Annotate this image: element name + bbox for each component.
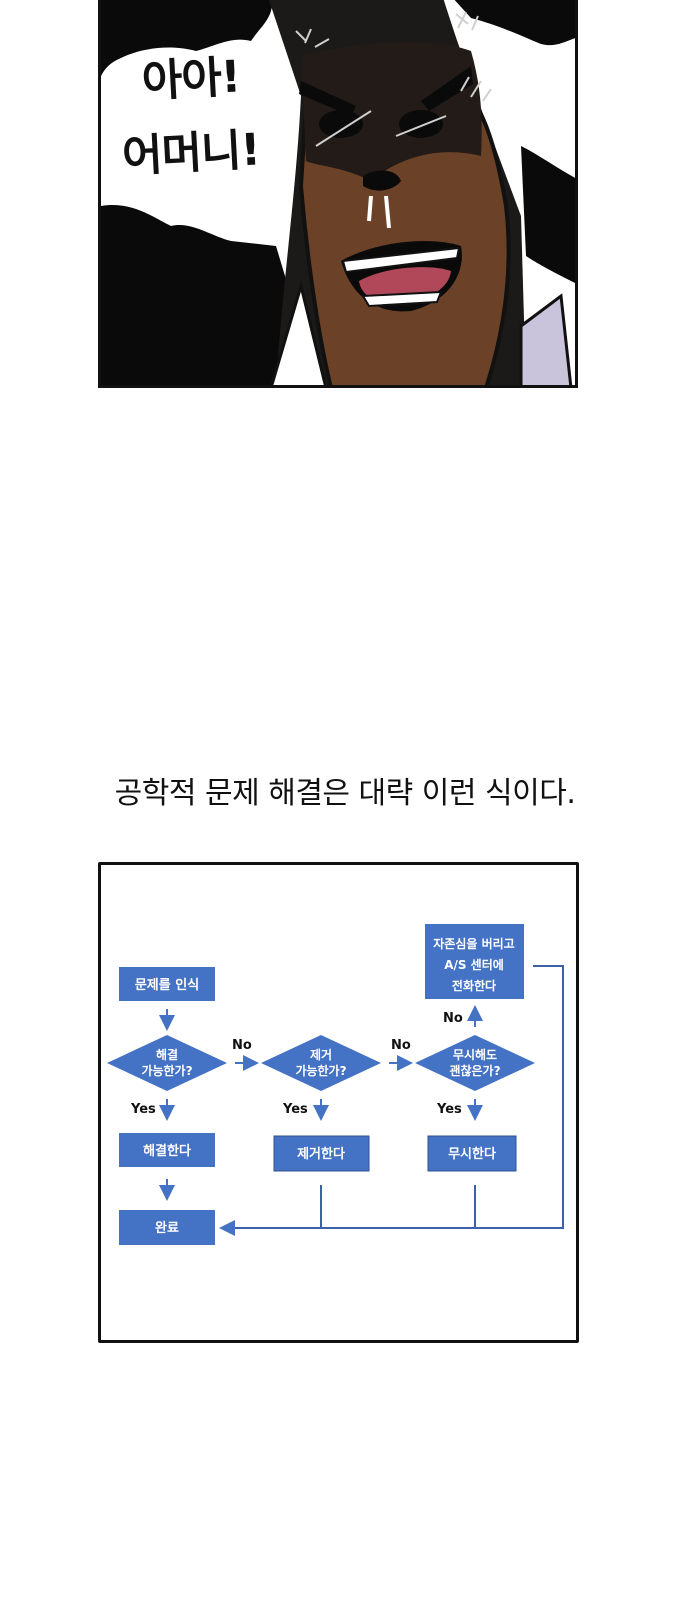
ink-splash-right [521, 146, 575, 283]
label-yes-2: Yes [282, 1102, 308, 1117]
node-ignorable-label-1: 무시해도 [453, 1048, 497, 1062]
node-solvable-label-1: 해결 [156, 1047, 178, 1062]
flowchart: 문제를 인식 해결 가능한가? Yes 해결한다 완료 No 제거 가능한가? … [107, 924, 564, 1245]
node-call-as-label-2: A/S 센터에 [444, 957, 504, 972]
flowchart-panel: 문제를 인식 해결 가능한가? Yes 해결한다 완료 No 제거 가능한가? … [98, 862, 579, 1343]
node-recognize-label: 문제를 인식 [135, 977, 199, 993]
mask [301, 41, 482, 182]
label-no-2: No [391, 1038, 411, 1053]
ink-splash-bottom [101, 205, 291, 385]
node-removable-label-2: 가능한가? [295, 1063, 346, 1078]
right-eye [399, 110, 443, 138]
anger-mark-right [455, 11, 479, 31]
right-brow [421, 66, 473, 111]
node-done-label: 완료 [155, 1221, 179, 1236]
label-no-3: No [443, 1011, 463, 1026]
connector-call-as-to-done [219, 965, 564, 1236]
label-no-1: No [232, 1038, 252, 1053]
node-done [119, 1210, 215, 1245]
ink-splash-top-right [454, 0, 575, 46]
node-remove [273, 1135, 370, 1172]
shout-text-line2: 어머니! [120, 124, 261, 183]
node-solve [119, 1133, 215, 1167]
shout-text-line1: 아아! [140, 51, 242, 108]
node-solve-label: 해결한다 [143, 1143, 191, 1159]
node-recognize [119, 967, 215, 1001]
node-removable-question [261, 1035, 381, 1091]
node-call-as-center [425, 924, 524, 999]
label-yes-3: Yes [436, 1102, 462, 1117]
upper-teeth [341, 246, 461, 274]
left-brow [299, 81, 356, 116]
caption-text: 공학적 문제 해결은 대략 이런 식이다. [114, 776, 576, 811]
robe-left [270, 280, 327, 385]
robe-right [519, 293, 573, 385]
node-ignore-label: 무시한다 [448, 1146, 496, 1162]
node-ignorable-question [415, 1035, 535, 1091]
node-removable-label-1: 제거 [310, 1047, 332, 1062]
lower-teeth [361, 290, 443, 308]
node-solvable-label-2: 가능한가? [141, 1063, 192, 1078]
nose [363, 170, 401, 191]
comic-panel: 아아! 어머니! [98, 0, 578, 388]
node-ignore [427, 1135, 517, 1172]
ink-splash-top-left [101, 0, 272, 76]
node-call-as-label-1: 자존심을 버리고 [433, 936, 514, 951]
comic-illustration [101, 0, 575, 385]
node-remove-label: 제거한다 [297, 1146, 345, 1162]
label-yes-1: Yes [130, 1102, 156, 1117]
node-solvable-question [107, 1035, 227, 1091]
anger-mark-left [295, 28, 330, 48]
node-call-as-label-3: 전화한다 [452, 978, 496, 993]
left-eye [319, 110, 363, 138]
node-ignorable-label-2: 괜찮은가? [449, 1063, 500, 1078]
